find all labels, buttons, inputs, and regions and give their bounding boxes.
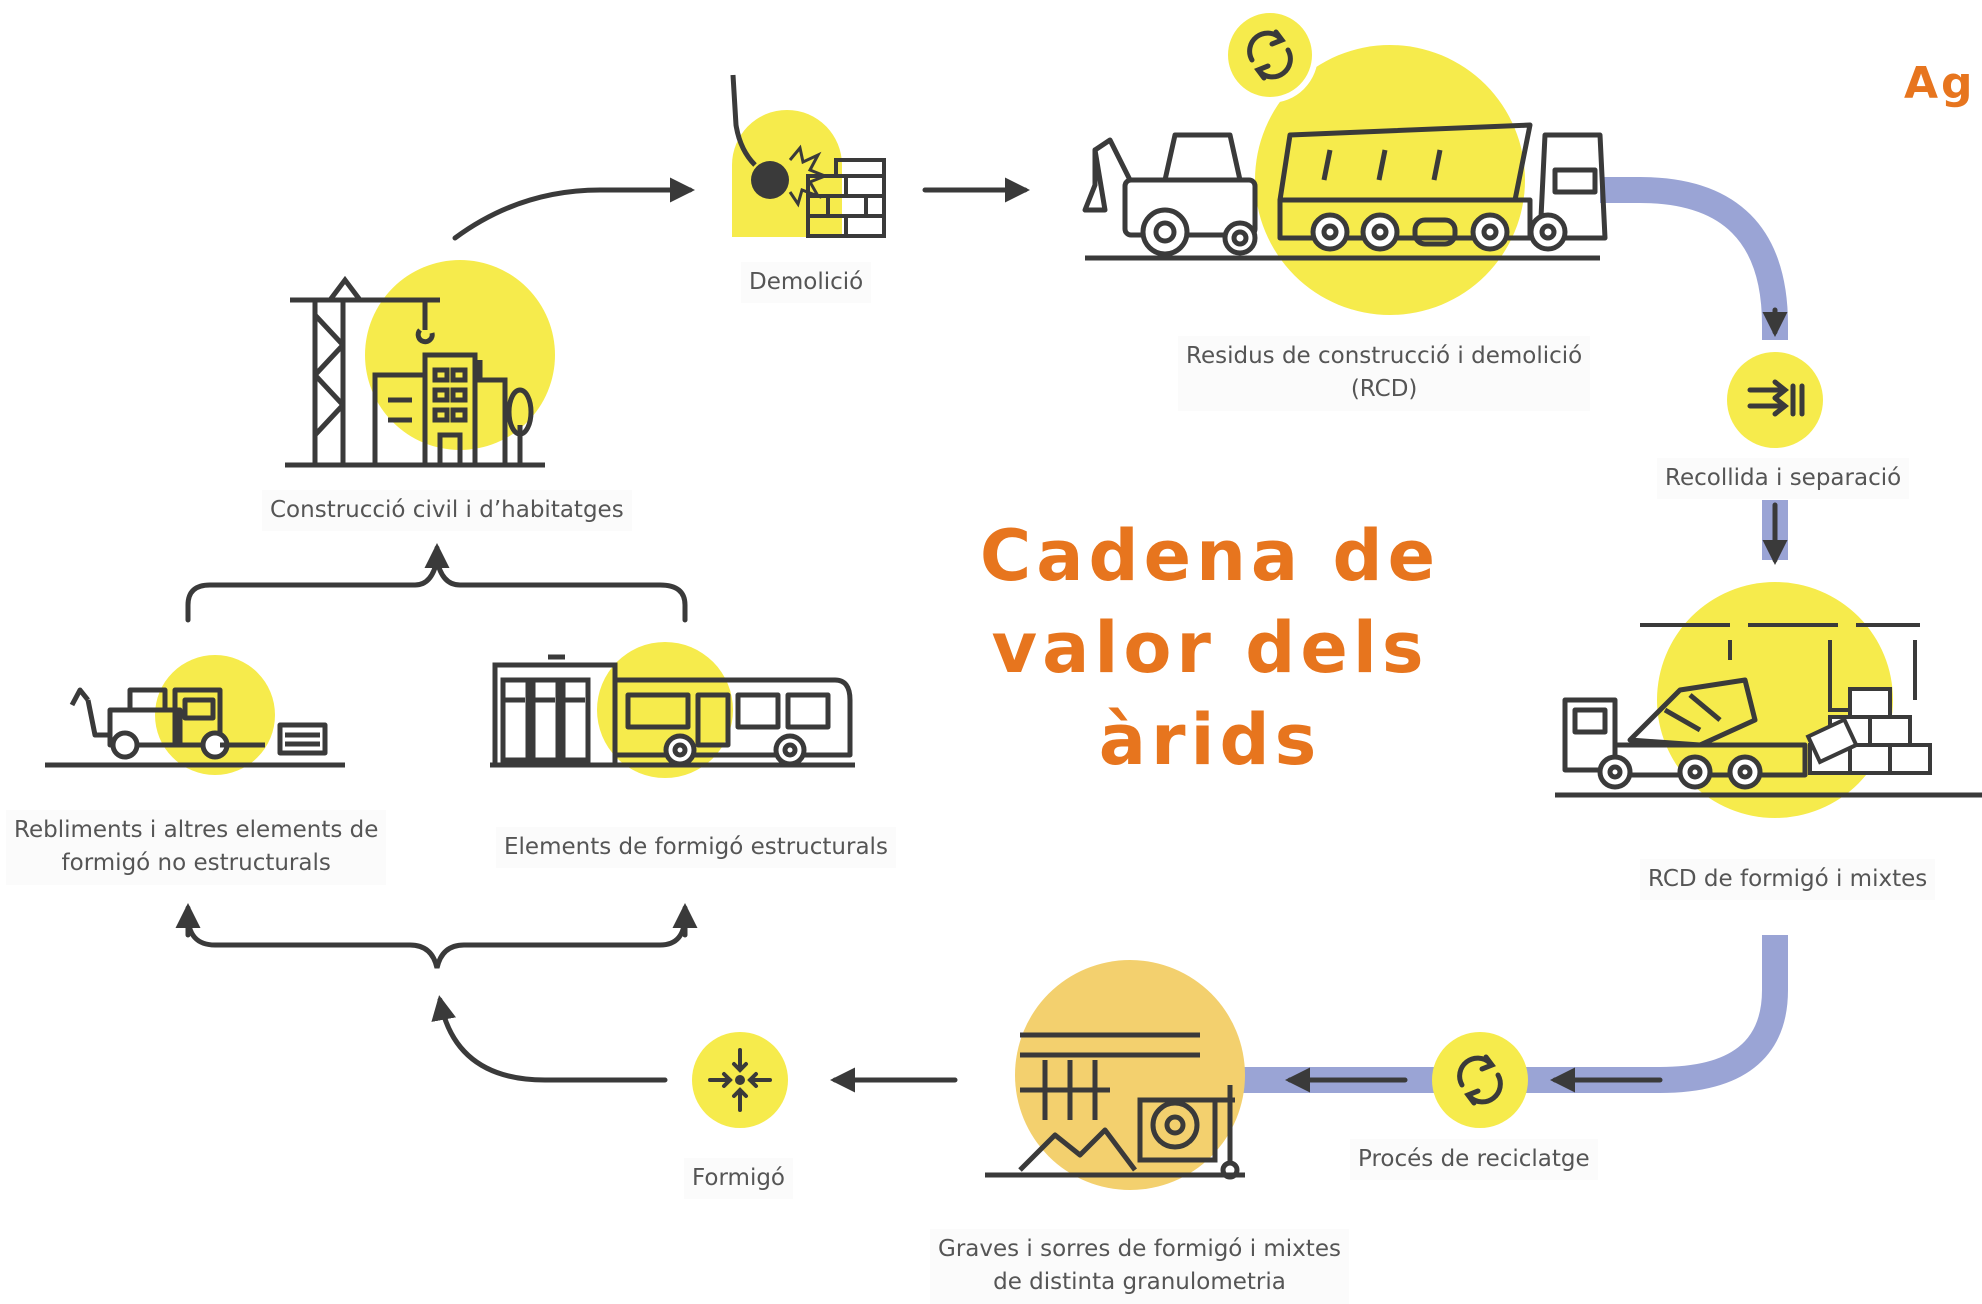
title-line-3: àrids [1098, 699, 1322, 781]
label-rcd-formigo: RCD de formigó i mixtes [1640, 859, 1936, 901]
reciclatge-badge [1432, 1032, 1528, 1128]
label-proces-reciclatge: Procés de reciclatge [1350, 1139, 1598, 1181]
concrete-mixer-icon [1562, 677, 1808, 790]
label-graves: Graves i sorres de formigó i mixtes de d… [930, 1229, 1349, 1304]
label-construccio: Construcció civil i d’habitatges [262, 490, 632, 532]
recycle-badge-top [1222, 7, 1318, 103]
wrecking-ball-icon [751, 161, 789, 199]
rebliments-illustration [45, 655, 345, 775]
graves-illustration [985, 960, 1245, 1190]
formigo-badge [692, 1032, 788, 1128]
label-graves-line2: de distinta granulometria [993, 1269, 1286, 1296]
bulldozer-icon [69, 687, 328, 760]
arrow-construccio-to-demolicio [452, 177, 695, 241]
label-graves-line1: Graves i sorres de formigó i mixtes [938, 1236, 1341, 1262]
demolition-illustration [730, 74, 886, 238]
title-line-1: Cadena de [979, 515, 1441, 597]
elements-estructurals-illustration [490, 642, 855, 778]
construccio-illustration [285, 260, 555, 468]
wrecking-ball-cable [730, 74, 757, 167]
excavator-icon [1082, 132, 1258, 257]
corner-heading-fragment: Ag [1904, 58, 1976, 109]
recycle-icon [1247, 29, 1293, 81]
brick-wall-icon [806, 158, 886, 238]
label-recollida: Recollida i separació [1657, 458, 1910, 500]
label-rcd-line1: Residus de construcció i demolició [1186, 343, 1583, 369]
rcd-formigo-illustration [1555, 582, 1982, 818]
label-rcd: Residus de construcció i demolició (RCD) [1178, 336, 1591, 411]
brace-bottom [185, 912, 688, 969]
arrow-formigo-to-brace [431, 995, 668, 1083]
label-formigo: Formigó [684, 1158, 793, 1200]
diagram-title: Cadena de valor dels àrids [960, 510, 1460, 786]
brace-top [185, 559, 688, 623]
recollida-badge [1727, 352, 1823, 448]
aggregate-pile-icon [1018, 1032, 1200, 1172]
label-rebliments: Rebliments i altres elements de formigó … [6, 810, 387, 885]
flow-arrows [175, 177, 1788, 1093]
title-line-2: valor dels [991, 607, 1429, 689]
concrete-blocks-icon [1805, 687, 1932, 775]
dump-truck-icon [1277, 122, 1608, 252]
label-rebliments-line2: formigó no estructurals [61, 850, 331, 877]
label-rebliments-line1: Rebliments i altres elements de [14, 817, 379, 843]
recycle-icon [1457, 1054, 1503, 1106]
label-elements-estructurals: Elements de formigó estructurals [496, 827, 896, 869]
train-icon [492, 654, 618, 768]
tree-icon [506, 387, 534, 465]
concrete-target-icon [708, 1048, 772, 1112]
sort-icon [1747, 379, 1805, 417]
label-demolicio: Demolició [741, 262, 872, 304]
label-rcd-line2: (RCD) [1350, 376, 1418, 403]
rcd-illustration [1082, 7, 1608, 315]
